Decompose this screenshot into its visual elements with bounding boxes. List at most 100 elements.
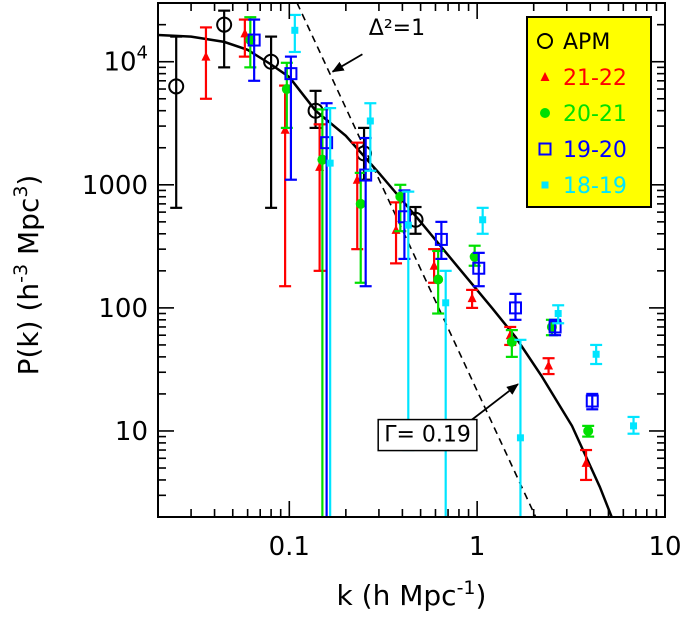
x-title-main: k (h Mpc	[337, 579, 457, 612]
data-point	[279, 84, 292, 288]
legend-label: 20-21	[563, 102, 627, 127]
data-point	[466, 288, 479, 309]
data-point	[364, 102, 377, 172]
plot-area	[158, 3, 640, 517]
point-marker	[585, 394, 599, 408]
point-marker	[433, 274, 444, 285]
y-tick-label-base: 1000	[82, 171, 148, 201]
data-point	[580, 448, 593, 482]
point-marker	[216, 16, 233, 33]
y-tick-label: 104	[103, 43, 148, 78]
legend-label: 18-19	[563, 174, 627, 199]
series-APM	[168, 9, 424, 235]
y-tick-label-sup: 4	[137, 43, 148, 64]
legend-entry: 20-21	[540, 102, 627, 127]
data-point	[397, 189, 411, 261]
y-tick-label-base: 10	[115, 417, 148, 447]
y-tick-label-base: 100	[98, 294, 148, 324]
data-point	[199, 26, 212, 100]
x-axis-title: k (h Mpc-1)	[337, 577, 487, 612]
y-axis-title: P(k) (h-3 Mpc3)	[10, 175, 45, 376]
point-marker	[280, 124, 290, 134]
point-marker	[472, 261, 486, 275]
y-tick-label: 100	[98, 294, 148, 324]
y-tick-label-base: 10	[103, 48, 136, 78]
data-point	[582, 424, 595, 438]
series-19-20	[247, 18, 599, 517]
data-point	[320, 102, 334, 517]
data-point	[263, 35, 280, 209]
data-point	[432, 249, 445, 315]
point-marker	[429, 260, 439, 270]
point-marker	[320, 136, 334, 150]
point-marker	[630, 422, 638, 430]
point-marker	[508, 301, 522, 315]
point-marker	[469, 251, 480, 262]
legend-label: 19-20	[563, 138, 627, 163]
annotation-label: Γ= 0.19	[384, 423, 471, 448]
data-point	[168, 35, 185, 209]
point-marker	[317, 154, 328, 165]
point-marker	[355, 198, 366, 209]
y-title-end: )	[12, 175, 45, 186]
data-point	[247, 18, 261, 82]
point-marker	[247, 33, 261, 47]
gamma-model-curve	[158, 33, 613, 517]
point-marker	[366, 117, 374, 125]
point-marker	[592, 350, 600, 358]
data-point	[238, 18, 251, 58]
data-point	[472, 251, 486, 288]
legend-entry: 19-20	[538, 138, 627, 163]
point-marker	[359, 168, 373, 182]
y-tick-label: 1000	[82, 171, 148, 201]
y-title-sup1: -3	[10, 264, 32, 283]
annotation-label: Δ²=1	[369, 16, 425, 41]
legend: APM 21-22 20-21 19-20 18-19	[526, 16, 652, 208]
legend-label: 21-22	[563, 66, 627, 91]
y-title-sup2: 3	[10, 186, 32, 198]
data-point	[316, 108, 329, 517]
data-point	[590, 343, 603, 366]
annotation: Γ= 0.19	[377, 383, 519, 452]
point-marker	[395, 191, 406, 202]
data-point	[434, 220, 448, 261]
point-marker	[201, 51, 211, 61]
data-point	[439, 269, 452, 517]
legend-marker	[540, 108, 550, 118]
x-tick-label: 0.1	[269, 532, 310, 562]
point-marker	[554, 310, 562, 318]
legend-label: APM	[563, 30, 610, 55]
legend-entry: 21-22	[540, 66, 627, 91]
point-marker	[548, 320, 562, 334]
point-marker	[263, 53, 280, 70]
legend-marker	[541, 181, 549, 189]
point-marker	[391, 224, 401, 234]
point-marker	[168, 78, 185, 95]
data-point	[542, 357, 555, 376]
plot-frame	[157, 2, 666, 518]
legend-entry: 18-19	[541, 174, 627, 199]
point-marker	[281, 84, 292, 95]
data-point	[313, 123, 326, 272]
point-marker	[326, 159, 334, 167]
legend-marker	[537, 33, 553, 49]
point-marker	[581, 457, 591, 467]
data-point	[216, 9, 233, 69]
data-point	[585, 392, 599, 411]
annotation: Δ²=1	[331, 16, 425, 73]
series-18-19	[288, 13, 640, 517]
legend-marker	[540, 72, 550, 81]
point-marker	[516, 434, 524, 442]
point-marker	[544, 360, 554, 370]
x-tick-label: 10	[648, 532, 681, 562]
point-marker	[467, 293, 477, 303]
point-marker	[506, 336, 517, 347]
point-marker	[583, 425, 594, 436]
point-marker	[479, 216, 487, 224]
point-marker	[434, 232, 448, 246]
data-point	[284, 55, 298, 181]
nonlinear-dashed-line	[296, 3, 537, 517]
x-tick-label: 1	[469, 532, 486, 562]
point-marker	[240, 28, 250, 38]
